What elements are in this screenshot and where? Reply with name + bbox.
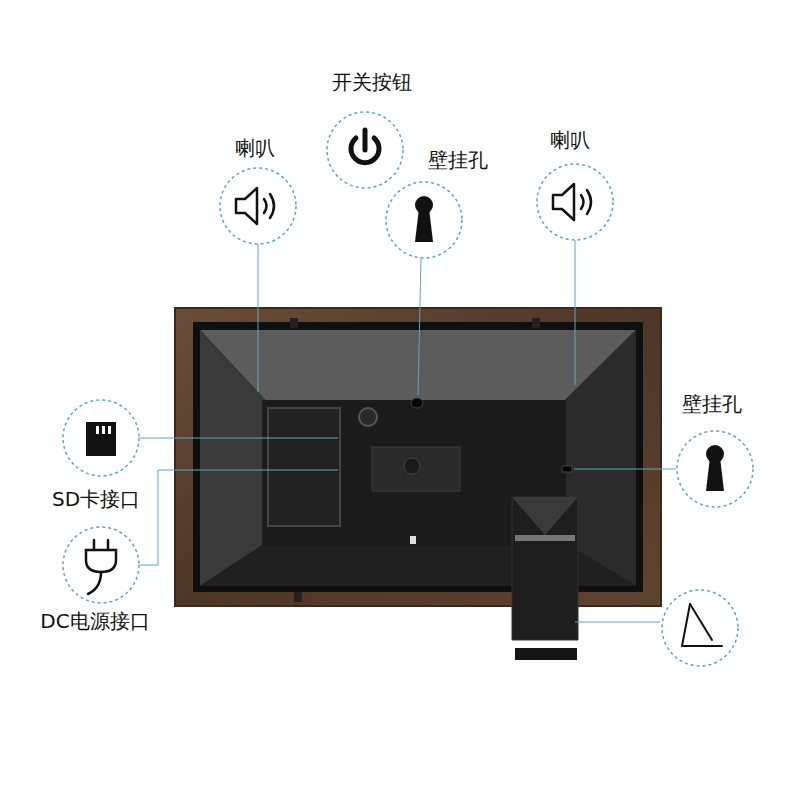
part-label: 喇叭 (548, 128, 592, 152)
part-label: 喇叭 (233, 136, 277, 160)
part-label: 壁挂孔 (680, 392, 744, 416)
part-label: SD卡接口 (50, 487, 142, 511)
part-label: 壁挂孔 (426, 148, 490, 172)
part-label: 开关按钮 (330, 70, 414, 94)
part-label: DC电源接口 (38, 609, 151, 633)
